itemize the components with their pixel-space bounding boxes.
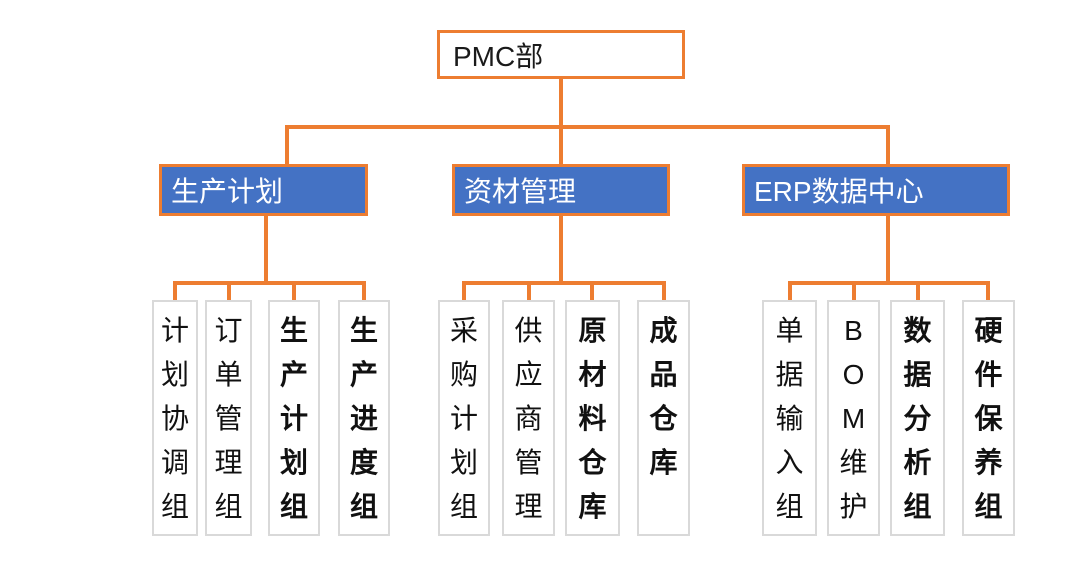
- connector-branch1-drop-3: [292, 281, 296, 302]
- connector-drop-branch-3: [886, 125, 890, 166]
- leaf-plan-coordination-group: 计划协调组: [152, 300, 198, 536]
- node-erp-data-center: ERP数据中心: [742, 164, 1010, 216]
- node-label: 生产计划: [171, 176, 284, 207]
- connector-branch2-horizontal: [462, 281, 666, 285]
- leaf-order-management-group: 订单管理组: [205, 300, 252, 536]
- connector-branch2-drop-4: [662, 281, 666, 302]
- leaf-production-plan-group: 生产计划组: [268, 300, 320, 536]
- leaf-finished-goods-warehouse: 成品仓库: [637, 300, 690, 536]
- connector-branch3-drop-4: [986, 281, 990, 302]
- connector-branch1-horizontal: [173, 281, 366, 285]
- node-label: 资材管理: [464, 176, 577, 207]
- leaf-purchasing-plan-group: 采购计划组: [438, 300, 490, 536]
- connector-branch2-drop-1: [462, 281, 466, 302]
- connector-drop-branch-1: [285, 125, 289, 166]
- node-label: PMC部: [453, 40, 544, 72]
- leaf-hardware-maintenance-group: 硬件保养组: [962, 300, 1015, 536]
- connector-branch1-vertical: [264, 216, 268, 285]
- connector-branch3-horizontal: [788, 281, 990, 285]
- connector-branch2-drop-3: [590, 281, 594, 302]
- node-materials-management: 资材管理: [452, 164, 670, 216]
- connector-branch3-drop-3: [916, 281, 920, 302]
- connector-branch2-vertical: [559, 216, 563, 285]
- connector-branch1-drop-4: [362, 281, 366, 302]
- node-pmc-department: PMC部: [437, 30, 685, 79]
- connector-root-vertical: [559, 78, 563, 164]
- leaf-production-progress-group: 生产进度组: [338, 300, 390, 536]
- connector-branch2-drop-2: [527, 281, 531, 302]
- connector-branch3-drop-2: [852, 281, 856, 302]
- leaf-raw-material-warehouse: 原材料仓库: [565, 300, 620, 536]
- leaf-document-input-group: 单据输入组: [762, 300, 817, 536]
- leaf-data-analysis-group: 数据分析组: [890, 300, 945, 536]
- connector-branch3-drop-1: [788, 281, 792, 302]
- connector-branch3-vertical: [886, 216, 890, 285]
- leaf-supplier-management: 供应商管理: [502, 300, 555, 536]
- connector-branch1-drop-1: [173, 281, 177, 302]
- node-production-planning: 生产计划: [159, 164, 368, 216]
- connector-branch1-drop-2: [227, 281, 231, 302]
- node-label: ERP数据中心: [754, 176, 924, 207]
- connector-level1-horizontal: [285, 125, 890, 129]
